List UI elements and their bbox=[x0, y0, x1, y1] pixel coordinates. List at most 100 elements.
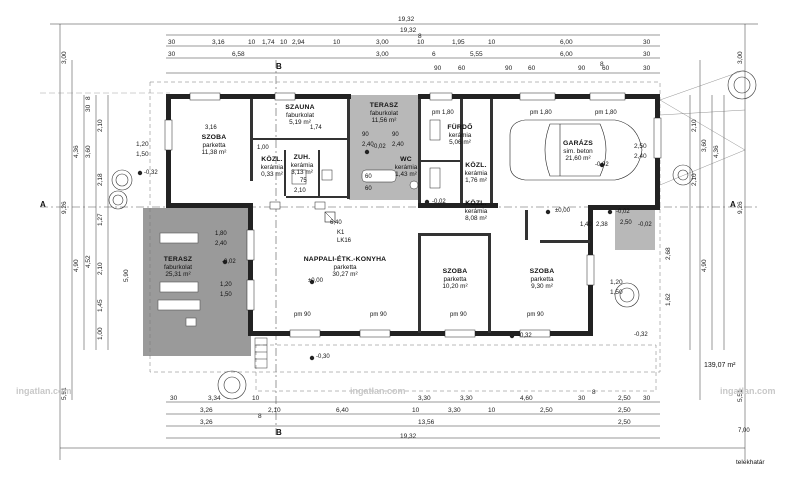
dim-right-4: 2,50 bbox=[634, 143, 647, 150]
dim-left-3: 2,10 bbox=[97, 119, 104, 132]
dim-top-r5-1: 60 bbox=[458, 65, 466, 72]
entry-steps bbox=[254, 337, 268, 369]
dim-right-7: 4,90 bbox=[701, 259, 708, 272]
bottom-dimension-lines bbox=[60, 401, 745, 449]
dim-bot-r1-7: 8 bbox=[592, 389, 596, 396]
section-marker-b-top: B bbox=[276, 62, 282, 71]
room-garazs: GARÁZS sim. beton 21,60 m² bbox=[563, 140, 593, 163]
room-area: 10,20 m² bbox=[442, 283, 468, 291]
dim-left-8: 1,27 bbox=[97, 213, 104, 226]
dim-top-r3-11: 6,00 bbox=[560, 39, 573, 46]
dim-label: 1,00 bbox=[257, 145, 269, 151]
dim-label: 1,40 bbox=[580, 222, 592, 228]
dim-bot-r2-3: 10 bbox=[412, 407, 420, 414]
chimney-label: K1 bbox=[337, 230, 345, 236]
room-floor: kerámia bbox=[464, 169, 488, 177]
dim-right-6: 9,26 bbox=[737, 201, 744, 214]
room-area: 5,06 m² bbox=[449, 139, 471, 147]
dim-top-r3-9: 1,95 bbox=[452, 39, 465, 46]
dim-bot-total: 19,32 bbox=[400, 433, 417, 440]
dim-right-0: 3,00 bbox=[737, 51, 744, 64]
room-name: TERASZ bbox=[163, 256, 193, 263]
room-name: SZOBA bbox=[201, 134, 227, 141]
dim-top-r5-0: 90 bbox=[434, 65, 442, 72]
dim-label: 2,50 bbox=[620, 220, 632, 226]
room-area: 11,56 m² bbox=[371, 117, 397, 125]
room-furdo: FÜRDŐ kerámia 5,06 m² bbox=[447, 124, 472, 147]
room-area: 5,19 m² bbox=[289, 119, 311, 127]
room-floor: parketta bbox=[443, 275, 467, 283]
room-area: 1,43 m² bbox=[395, 171, 417, 179]
chimney-type-label: LK16 bbox=[337, 238, 352, 244]
dim-left-5: 1,50 bbox=[136, 151, 149, 158]
room-area: 8,08 m² bbox=[465, 215, 487, 223]
dim-left-2: 3,60 bbox=[85, 145, 92, 158]
dim-bot-r2-5: 10 bbox=[488, 407, 496, 414]
dim-top-r3-12: 30 bbox=[643, 39, 651, 46]
dim-label: 1,80 bbox=[215, 231, 227, 237]
dim-label: 2,40 bbox=[215, 241, 227, 247]
room-name: FÜRDŐ bbox=[447, 124, 473, 131]
dim-top-r5-3: 60 bbox=[528, 65, 536, 72]
dim-right-2: 3,60 bbox=[701, 139, 708, 152]
room-szoba-s1: SZOBA parketta 10,20 m² bbox=[442, 268, 467, 291]
room-area: 11,38 m² bbox=[201, 149, 227, 157]
room-name: NAPPALI-ÉTK.-KONYHA bbox=[303, 256, 387, 263]
dim-top-r3-4: 10 bbox=[280, 39, 288, 46]
dim-top-r3-2: 10 bbox=[248, 39, 256, 46]
dim-label: 90 bbox=[392, 132, 399, 138]
dim-top-r4-3: 5,55 bbox=[470, 51, 483, 58]
pm-label: pm 1,80 bbox=[530, 110, 552, 116]
room-szauna: SZAUNA faburkolat 5,19 m² bbox=[285, 104, 315, 127]
level-label: -0,02 bbox=[638, 222, 652, 228]
sanitary-fixtures bbox=[291, 119, 441, 190]
dim-bot-r1-2: 10 bbox=[252, 395, 260, 402]
dim-top-r4-0: 30 bbox=[168, 51, 176, 58]
dim-top-r4-2: 3,00 bbox=[376, 51, 389, 58]
dim-right-9: 1,62 bbox=[665, 293, 672, 306]
dim-top-r3-3: 1,74 bbox=[262, 39, 275, 46]
room-name: KÖZL. bbox=[465, 200, 487, 207]
dim-bot-r2-0: 3,26 bbox=[200, 407, 213, 414]
pm-label: pm 90 bbox=[370, 312, 387, 318]
level-label: ±0,00 bbox=[308, 278, 323, 284]
room-area: 3,13 m² bbox=[291, 169, 313, 177]
room-floor: parketta bbox=[530, 275, 554, 283]
room-area: 0,33 m² bbox=[261, 171, 283, 179]
dim-top-r3-14: 6 bbox=[432, 51, 436, 58]
dim-top-r4-5: 30 bbox=[643, 51, 651, 58]
room-area: 25,31 m² bbox=[165, 271, 191, 279]
dim-bot-r2-6: 2,50 bbox=[540, 407, 553, 414]
dim-label: 2,10 bbox=[294, 188, 306, 194]
room-terasz-top: TERASZ faburkolat 11,56 m² bbox=[370, 102, 398, 125]
dim-top-r4-1: 6,58 bbox=[232, 51, 245, 58]
level-label: -0,02 bbox=[372, 144, 386, 150]
tree-icons bbox=[108, 70, 757, 400]
dim-left-16: 30 bbox=[85, 104, 92, 112]
dim-top-r3-6: 10 bbox=[333, 39, 341, 46]
plot-area-label: 139,07 m² bbox=[704, 362, 736, 369]
watermark: ingatlan.com bbox=[350, 386, 406, 396]
room-szoba-nw: SZOBA parketta 11,38 m² bbox=[202, 134, 227, 157]
dim-top-r3-13: 8 bbox=[418, 33, 422, 40]
dim-label: 2,38 bbox=[596, 222, 608, 228]
room-area: 1,76 m² bbox=[465, 177, 487, 185]
level-label: -0,32 bbox=[634, 332, 648, 338]
plot-width-label: 7,00 bbox=[738, 428, 750, 434]
dim-bot-r1-6: 30 bbox=[578, 395, 586, 402]
pm-label: pm 1,80 bbox=[595, 110, 617, 116]
dim-top-r5-5: 60 bbox=[602, 65, 610, 72]
dim-bot-r3-1: 8 bbox=[258, 413, 262, 420]
room-floor: faburkolat bbox=[163, 263, 193, 271]
room-name: TERASZ bbox=[369, 102, 399, 109]
dim-top-r4-4: 6,00 bbox=[560, 51, 573, 58]
room-kozl-2: KÖZL. kerámia 1,76 m² bbox=[465, 162, 488, 185]
dim-top-r5-2: 90 bbox=[505, 65, 513, 72]
room-name: KÖZL. bbox=[465, 162, 487, 169]
level-label: -0,32 bbox=[518, 333, 532, 339]
dim-bot-r1-8: 2,50 bbox=[618, 395, 631, 402]
top-terrace-fill bbox=[349, 95, 419, 200]
dim-label: 90 bbox=[362, 132, 369, 138]
room-name: SZOBA bbox=[529, 268, 555, 275]
room-name: ZUH. bbox=[293, 154, 311, 161]
